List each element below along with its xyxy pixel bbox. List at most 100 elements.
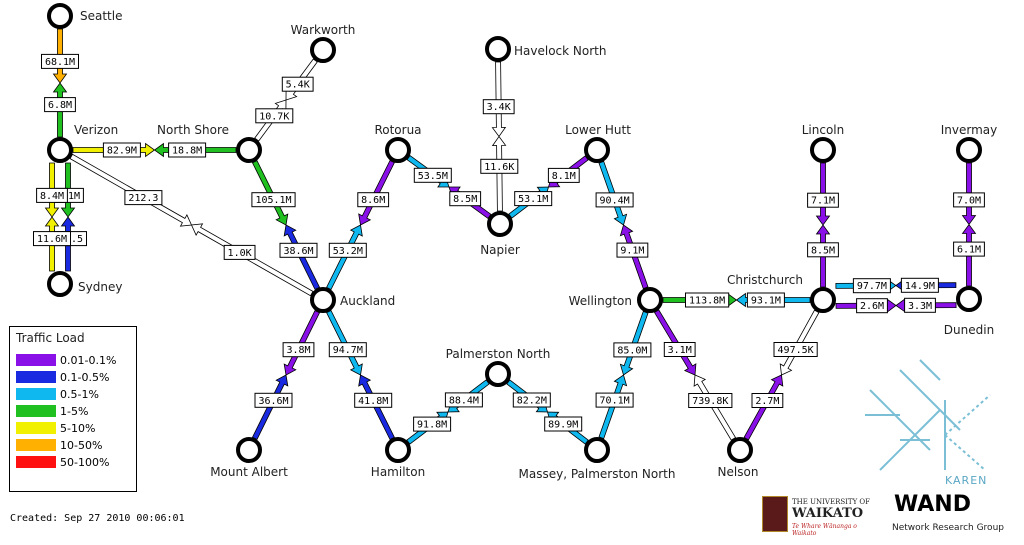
node-napier[interactable]: Napier xyxy=(480,211,520,257)
node-northshore[interactable]: North Shore xyxy=(157,123,262,163)
node-hamilton[interactable]: Hamilton xyxy=(371,437,425,479)
svg-text:8.6M: 8.6M xyxy=(361,195,385,206)
node-circle-icon[interactable] xyxy=(310,37,336,63)
node-circle-icon[interactable] xyxy=(637,287,663,313)
node-circle-icon[interactable] xyxy=(584,437,610,463)
svg-text:8.5M: 8.5M xyxy=(453,194,477,205)
node-warkworth[interactable]: Warkworth xyxy=(291,23,356,63)
legend-swatch xyxy=(16,388,56,400)
node-mtalbert[interactable]: Mount Albert xyxy=(210,437,288,479)
link-label: 6.1M xyxy=(953,241,985,257)
link-label: 14.9M xyxy=(900,277,939,293)
svg-text:18.8M: 18.8M xyxy=(172,146,202,157)
node-nelson[interactable]: Nelson xyxy=(718,437,759,479)
node-circle-icon[interactable] xyxy=(487,211,513,237)
node-circle-icon[interactable] xyxy=(385,437,411,463)
node-label: Napier xyxy=(480,243,520,257)
link-rotorua-napier: 53.5M 8.5M xyxy=(406,155,492,219)
node-wellington[interactable]: Wellington xyxy=(569,287,663,313)
node-circle-icon[interactable] xyxy=(956,137,982,163)
node-label: Seattle xyxy=(80,9,122,23)
svg-text:41.8M: 41.8M xyxy=(358,396,388,407)
node-lowerhutt[interactable]: Lower Hutt xyxy=(565,123,631,163)
legend-label: 0.01-0.1% xyxy=(60,353,117,367)
svg-text:8.5M: 8.5M xyxy=(811,245,835,256)
node-circle-icon[interactable] xyxy=(810,137,836,163)
node-auckland[interactable]: Auckland xyxy=(310,287,395,313)
karen-logo-icon xyxy=(865,359,991,471)
node-lincoln[interactable]: Lincoln xyxy=(802,123,845,163)
node-label: Sydney xyxy=(78,280,122,294)
svg-text:90.4M: 90.4M xyxy=(600,195,630,206)
link-label: 8.5M xyxy=(807,242,839,258)
node-label: Hamilton xyxy=(371,465,425,479)
node-label: Lincoln xyxy=(802,123,845,137)
svg-text:68.1M: 68.1M xyxy=(45,57,75,68)
waikato-line-2: WAIKATO xyxy=(792,506,864,521)
node-invermay[interactable]: Invermay xyxy=(941,123,998,163)
node-circle-icon[interactable] xyxy=(485,36,511,62)
node-palmerston[interactable]: Palmerston North xyxy=(446,347,551,387)
node-circle-icon[interactable] xyxy=(584,137,610,163)
node-dunedin[interactable]: Dunedin xyxy=(944,286,994,337)
legend-row: 0.5-1% xyxy=(16,387,99,401)
link-christchurch-dunedin: 97.7M 14.9M xyxy=(835,277,957,294)
link-label: 8.1M xyxy=(547,167,580,183)
svg-text:89.9M: 89.9M xyxy=(548,420,578,431)
node-circle-icon[interactable] xyxy=(47,3,73,29)
link-lowerhutt-wellington: 90.4M9.1M xyxy=(595,160,649,290)
node-circle-icon[interactable] xyxy=(727,437,753,463)
link-verizon-sydney: 2.1M379.5 xyxy=(49,162,87,272)
legend-row: 1-5% xyxy=(16,404,88,418)
node-havelock[interactable]: Havelock North xyxy=(485,36,606,62)
node-circle-icon[interactable] xyxy=(236,137,262,163)
node-sydney[interactable]: Sydney xyxy=(47,271,122,297)
svg-text:1.0K: 1.0K xyxy=(228,248,252,259)
svg-text:97.7M: 97.7M xyxy=(857,281,887,292)
svg-text:53.2M: 53.2M xyxy=(333,246,363,257)
link-label: 7.1M xyxy=(807,192,839,208)
link-label: 3.4K xyxy=(482,99,515,115)
node-christchurch[interactable]: Christchurch xyxy=(727,273,836,313)
node-circle-icon[interactable] xyxy=(956,286,982,312)
node-circle-icon[interactable] xyxy=(810,287,836,313)
legend-label: 0.5-1% xyxy=(60,387,99,401)
svg-text:11.6K: 11.6K xyxy=(484,162,514,173)
link-label: 7.0M xyxy=(953,192,985,208)
svg-text:82.9M: 82.9M xyxy=(107,146,137,157)
link-label: 212.3 xyxy=(124,190,163,206)
node-circle-icon[interactable] xyxy=(485,361,511,387)
link-invermay-dunedin: 7.0M 6.1M xyxy=(953,162,985,287)
node-circle-icon[interactable] xyxy=(236,437,262,463)
legend-swatch xyxy=(16,422,56,434)
legend-label: 1-5% xyxy=(60,404,89,418)
legend-label: 0.1-0.5% xyxy=(60,370,110,384)
node-seattle[interactable]: Seattle xyxy=(47,3,122,29)
link-label: 88.4M xyxy=(444,392,483,408)
node-circle-icon[interactable] xyxy=(310,287,336,313)
svg-text:53.5M: 53.5M xyxy=(418,171,448,182)
link-label: 89.9M xyxy=(544,416,583,432)
node-circle-icon[interactable] xyxy=(385,137,411,163)
svg-text:70.1M: 70.1M xyxy=(600,396,630,407)
svg-text:8.1M: 8.1M xyxy=(552,171,576,182)
node-massey[interactable]: Massey, Palmerston North xyxy=(519,437,676,481)
link-label: 8.5M xyxy=(449,191,482,207)
node-rotorua[interactable]: Rotorua xyxy=(374,123,422,163)
link-label: 38.6M xyxy=(279,242,318,258)
svg-text:3.3M: 3.3M xyxy=(908,301,932,312)
node-label: Nelson xyxy=(718,465,759,479)
svg-text:91.8M: 91.8M xyxy=(417,420,447,431)
node-circle-icon[interactable] xyxy=(47,137,73,163)
link-label: 11.6M xyxy=(33,231,71,247)
waikato-line-3: Te Whare Wānanga o Waikato xyxy=(792,523,857,537)
node-verizon[interactable]: Verizon xyxy=(47,123,118,163)
node-circle-icon[interactable] xyxy=(47,271,73,297)
